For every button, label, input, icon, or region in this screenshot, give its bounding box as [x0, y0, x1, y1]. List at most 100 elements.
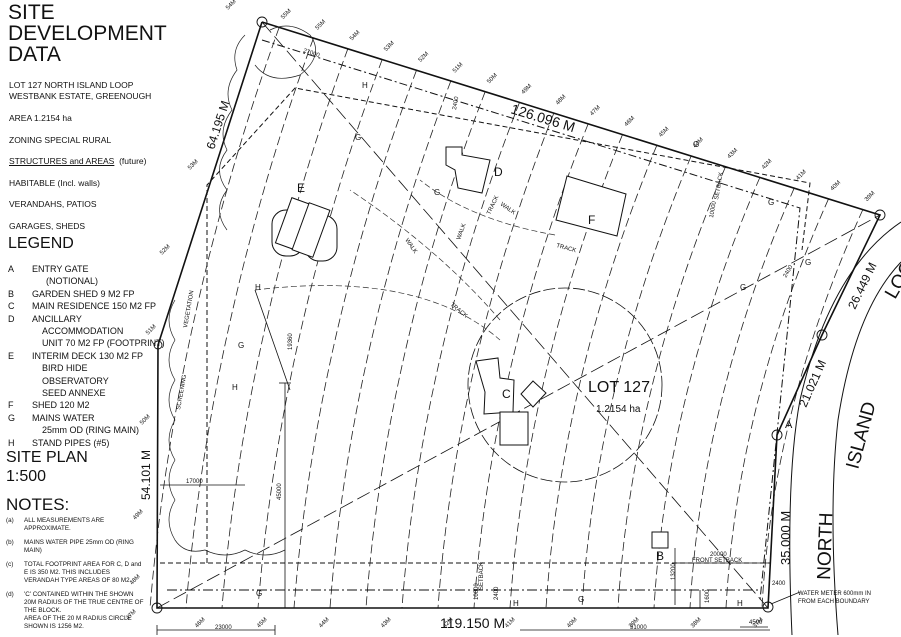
note-key: (d) — [6, 591, 14, 598]
contour-line — [293, 70, 417, 609]
dim-1600: 1600 — [705, 589, 711, 603]
boundary-north: 126.096 M — [509, 101, 577, 136]
legend-text: BIRD HIDE — [42, 363, 88, 374]
legend-text: OBSERVATORY — [42, 375, 109, 386]
note-line: 'C' CONTAINED WITHIN THE SHOWN — [24, 591, 134, 598]
note-key: (b) — [6, 539, 14, 546]
dim-23000: 23000 — [215, 625, 232, 631]
address-line: LOT 127 NORTH ISLAND LOOP — [9, 80, 134, 90]
water-meter-note: WATER METER 600mm IN — [798, 591, 871, 597]
structures-heading-text: STRUCTURES and AREAS — [9, 156, 115, 166]
marker-g: G — [355, 133, 361, 142]
legend-item: SEED ANNEXE — [8, 387, 165, 399]
dim-2400: 2400 — [452, 96, 460, 111]
title-line: SITE — [8, 1, 55, 24]
structure-item: VERANDAHS, PATIOS — [9, 199, 97, 209]
contour-label: 48M — [555, 94, 567, 106]
dim-10000: 10000 — [709, 200, 718, 218]
contour-label: 54M — [225, 0, 237, 11]
note-line: MAIN) — [24, 547, 42, 554]
contour-label: 40M — [566, 617, 578, 629]
zoning: ZONING SPECIAL RURAL — [9, 135, 112, 145]
structures-heading: STRUCTURES and AREAS (future) — [9, 156, 146, 166]
notes-title: NOTES: — [6, 495, 70, 514]
dim-17000: 17000 — [186, 479, 203, 485]
contour-label: 54M — [349, 30, 361, 42]
lot-boundary — [156, 21, 882, 609]
lot-label: LOT 127 — [588, 379, 650, 396]
track-paths — [254, 179, 556, 341]
contour-line — [689, 188, 795, 609]
radius-circle — [467, 287, 663, 483]
label-a: A — [785, 419, 793, 431]
marker-h: H — [362, 81, 368, 90]
legend-text: SEED ANNEXE — [42, 388, 106, 399]
building-e — [271, 197, 338, 262]
dim-4500: 4500 — [749, 620, 763, 626]
front-setback-label: FRONT SETBACK — [692, 558, 742, 564]
note-line: APPROXIMATE. — [24, 525, 71, 532]
site-plan-heading: SITE PLAN 1:500 — [6, 448, 88, 486]
contour-label: 42M — [761, 158, 773, 170]
road-name: ISLAND — [843, 400, 881, 472]
boundary-east-upper: 26.449 M — [845, 260, 880, 311]
vegetation-screen — [168, 34, 286, 556]
contour-line — [545, 145, 658, 609]
contour-line — [149, 27, 280, 609]
contour-lines — [149, 27, 864, 609]
water-meter-note: FROM EACH BOUNDARY — [798, 599, 870, 605]
contour-label: 43M — [727, 148, 739, 160]
site-plan-title: SITE PLAN — [6, 449, 88, 466]
legend-text: GARDEN SHED 9 M2 FP — [32, 288, 135, 299]
boundary-west-lower: 54.101 M — [139, 450, 153, 500]
contour-line — [185, 37, 314, 609]
legend-item: UNIT 70 M2 FP (FOOTPRINT) — [8, 337, 165, 349]
contour-label: 50M — [486, 73, 498, 85]
label-f: F — [588, 213, 595, 227]
contour-label: 51M — [145, 324, 157, 336]
contour-label: 38M — [690, 617, 702, 629]
contour-line — [617, 166, 726, 609]
structure-item: HABITABLE (Incl. walls) — [9, 178, 101, 188]
legend-item: 25mm OD (RING MAIN) — [8, 424, 165, 436]
contour-label: 49M — [132, 509, 144, 521]
contour-line — [437, 112, 555, 609]
contour-line — [257, 59, 383, 609]
legend-item: (NOTIONAL) — [8, 275, 165, 287]
note-line: TOTAL FOOTPRINT AREA FOR C, D and — [24, 561, 142, 568]
dim-20000: 20000 — [710, 552, 727, 558]
note-line: VERANDAH TYPE AREAS OF 80 M2. — [24, 577, 132, 584]
boundary-pegs — [151, 16, 886, 614]
dim-10000: 10000 — [474, 583, 480, 600]
legend-text: ACCOMMODATION — [42, 326, 124, 337]
contour-label: 48M — [129, 574, 141, 586]
contour-line — [329, 80, 452, 609]
marker-g: G — [693, 140, 699, 149]
marker-g: G — [238, 341, 244, 350]
legend-item: ACCOMMODATION — [8, 325, 165, 337]
note-key: (c) — [6, 561, 14, 568]
dim-2400: 2400 — [772, 581, 786, 587]
dimension-lines — [156, 289, 770, 635]
label-d: D — [494, 165, 503, 179]
legend-item: BIRD HIDE — [8, 362, 165, 374]
contour-label: 43M — [380, 617, 392, 629]
contour-label: 40M — [830, 180, 842, 192]
legend-text: ANCILLARY — [32, 313, 82, 324]
contour-line — [221, 48, 349, 609]
buildings — [271, 146, 669, 549]
road-name: LOOP — [881, 246, 901, 302]
site-area: AREA 1.2154 ha — [9, 113, 72, 123]
legend-text: SHED 120 M2 — [32, 400, 90, 411]
contour-label: 37M — [752, 617, 764, 629]
